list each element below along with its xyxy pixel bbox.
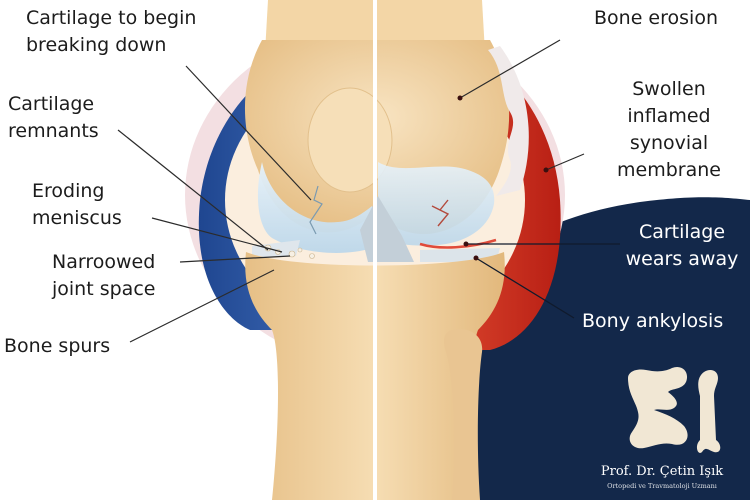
brand-name: Prof. Dr. Çetin Işık xyxy=(600,464,724,479)
fibula xyxy=(444,329,483,500)
label-bone-erosion: Bone erosion xyxy=(594,7,718,29)
pointer-dots xyxy=(457,95,549,261)
pointer-lines xyxy=(117,39,585,343)
logo-mark xyxy=(628,366,721,453)
label-bone-spurs: Bone spurs xyxy=(4,335,111,357)
cartilage-crack-left xyxy=(309,185,323,235)
cartilage-crack-right xyxy=(431,199,450,227)
label-eroding-meniscus: Eroding meniscus xyxy=(32,180,122,229)
center-divider xyxy=(373,0,377,500)
label-bony-ankylosis: Bony ankylosis xyxy=(582,310,724,332)
left-cartilage xyxy=(257,162,372,253)
label-narrowed-joint: Narroowed joint space xyxy=(52,251,156,300)
right-cartilage xyxy=(378,162,495,246)
meniscus-left xyxy=(252,240,300,258)
pointer-lines-dark xyxy=(466,243,620,319)
brand-subtitle: Ortopedi ve Travmatoloji Uzmanı xyxy=(607,482,717,490)
cartilage-red-rim xyxy=(419,238,497,249)
bone-erosion-notches xyxy=(488,46,529,196)
label-cartilage-wears-away: Cartilage wears away xyxy=(625,221,739,270)
label-cartilage-remnants: Cartilage remnants xyxy=(8,93,99,142)
label-synovial-membrane: Swollen inflamed synovial membrane xyxy=(617,78,721,181)
label-cartilage-begin: Cartilage to begin breaking down xyxy=(26,7,197,56)
patella xyxy=(307,87,393,193)
